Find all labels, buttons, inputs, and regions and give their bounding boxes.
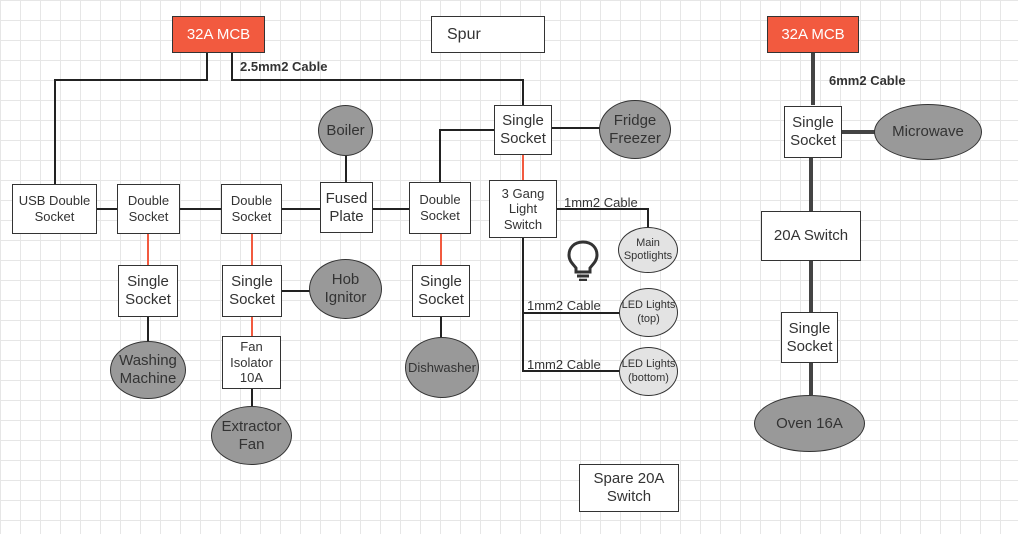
lightbulb-icon (567, 240, 599, 281)
legend-box: Spur (431, 16, 545, 53)
double-socket-2: Double Socket (221, 184, 282, 234)
cable-label-led-bottom: 1mm2 Cable (527, 357, 601, 372)
cable-label-main-right: 6mm2 Cable (829, 73, 906, 88)
cable-label-led-top: 1mm2 Cable (527, 298, 601, 313)
switch-20a: 20A Switch (761, 211, 861, 261)
wires-left-circuit (54, 52, 649, 407)
single-socket-oven: Single Socket (781, 312, 838, 363)
appliance-led-lights-top: LED Lights (top) (619, 288, 678, 337)
double-socket-3: Double Socket (409, 182, 471, 234)
appliance-led-lights-bottom: LED Lights (bottom) (619, 347, 678, 396)
wires-right-circuit (809, 53, 875, 395)
appliance-main-spotlights: Main Spotlights (618, 227, 678, 273)
mcb-left: 32A MCB (172, 16, 265, 53)
appliance-oven: Oven 16A (754, 395, 865, 452)
single-socket-top: Single Socket (494, 105, 552, 155)
legend-label: Spur (447, 25, 481, 43)
appliance-extractor-fan: Extractor Fan (211, 406, 292, 465)
usb-double-socket: USB Double Socket (12, 184, 97, 234)
single-socket-hob: Single Socket (222, 265, 282, 317)
cable-label-main-left: 2.5mm2 Cable (240, 59, 328, 74)
fused-plate: Fused Plate (320, 182, 373, 233)
appliance-boiler: Boiler (318, 105, 373, 156)
mcb-right: 32A MCB (767, 16, 859, 53)
appliance-hob-ignitor: Hob Ignitor (309, 259, 382, 319)
appliance-fridge-freezer: Fridge Freezer (599, 100, 671, 159)
single-socket-washing: Single Socket (118, 265, 178, 317)
appliance-dishwasher: Dishwasher (405, 337, 479, 398)
spare-20a-switch: Spare 20A Switch (579, 464, 679, 512)
appliance-microwave: Microwave (874, 104, 982, 160)
appliance-washing-machine: Washing Machine (110, 341, 186, 399)
fan-isolator: Fan Isolator 10A (222, 336, 281, 389)
cable-label-spotlights: 1mm2 Cable (564, 195, 638, 210)
light-switch-3-gang: 3 Gang Light Switch (489, 180, 557, 238)
single-socket-dishwasher: Single Socket (412, 265, 470, 317)
double-socket-1: Double Socket (117, 184, 180, 234)
single-socket-microwave: Single Socket (784, 106, 842, 158)
spur-lines (147, 155, 524, 336)
